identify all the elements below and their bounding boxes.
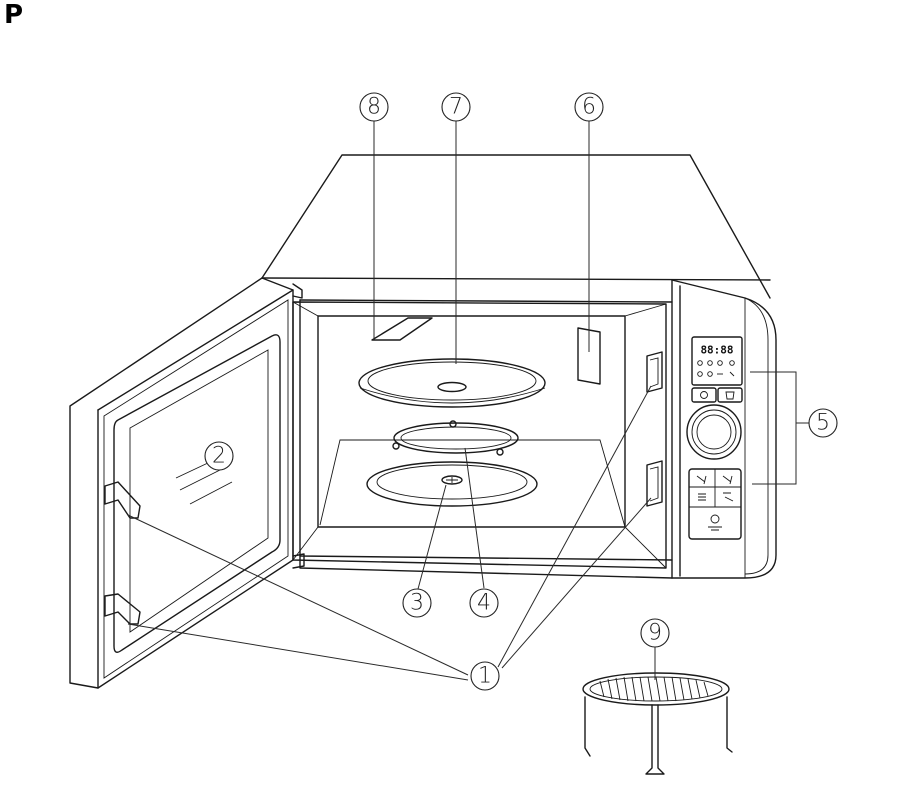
display-icons xyxy=(698,361,735,377)
callout-number: 8 xyxy=(367,95,381,120)
defrost-icon xyxy=(726,392,734,399)
callout-door-safety-lock-system: 1 xyxy=(471,662,499,690)
callout-number: 3 xyxy=(410,591,424,616)
shaft xyxy=(442,476,462,484)
glass-tray xyxy=(359,359,545,407)
callout-oven-window: 2 xyxy=(205,442,233,470)
callout-number: 5 xyxy=(816,411,830,436)
roller-ring xyxy=(393,421,518,455)
callout-number: 4 xyxy=(477,591,491,616)
callout-number: 9 xyxy=(648,621,662,646)
callout-shaft: 3 xyxy=(403,589,431,617)
callout-number: 6 xyxy=(582,95,596,120)
grill-rack xyxy=(583,673,732,774)
grill-heater-plate xyxy=(372,318,432,340)
callout-number: 7 xyxy=(449,95,463,120)
door-latch-holes xyxy=(647,352,662,506)
callout-number: 2 xyxy=(212,444,226,469)
callout-control-panel: 5 xyxy=(809,409,837,437)
callout-grill-rack: 9 xyxy=(641,619,669,647)
oven-door xyxy=(70,278,304,688)
callout-glass-tray: 7 xyxy=(442,93,470,121)
oven-cavity xyxy=(293,302,666,568)
control-panel: 88:88 xyxy=(672,280,776,578)
callout-number: 1 xyxy=(478,664,492,689)
door-window xyxy=(114,335,280,652)
callout-wave-guide: 6 xyxy=(575,93,603,121)
weight-defrost-button[interactable] xyxy=(718,388,742,402)
power-button[interactable] xyxy=(692,388,716,402)
display-readout: 88:88 xyxy=(700,344,733,357)
callout-grill-heater: 8 xyxy=(360,93,388,121)
power-icon xyxy=(701,392,708,399)
control-knob[interactable] xyxy=(687,405,741,459)
callout-roller-ring: 4 xyxy=(470,589,498,617)
cabinet-body xyxy=(262,155,770,578)
door-hook-upper xyxy=(105,482,140,518)
door-hook-lower xyxy=(105,594,140,624)
